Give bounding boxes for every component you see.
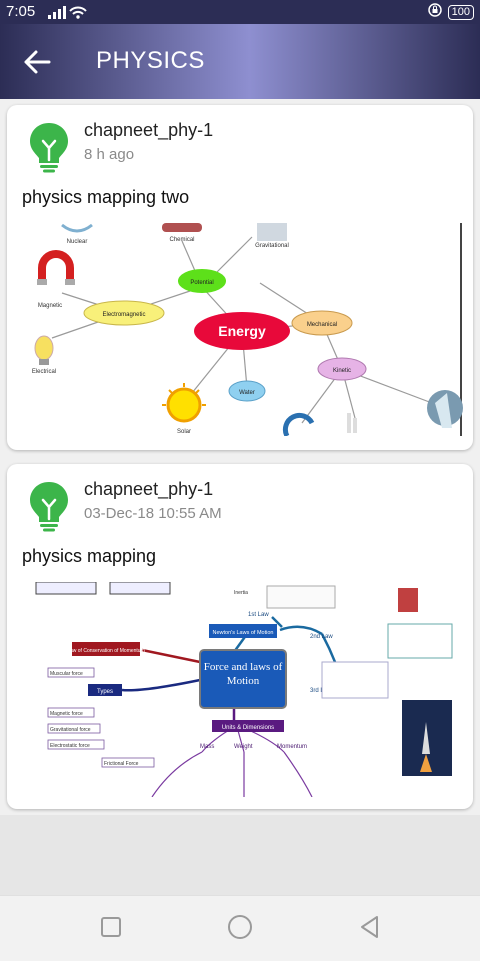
mindmap-node: Inertia <box>234 590 248 596</box>
mindmap-node: 2nd Law <box>310 634 333 640</box>
mindmap-node: Units & Dimensions <box>222 725 274 731</box>
home-circle-icon[interactable] <box>227 914 253 940</box>
post-author[interactable]: chapneet_phy-1 <box>84 120 214 140</box>
mindmap-node: Water <box>239 390 255 396</box>
app-bar: PHYSICS <box>0 24 480 99</box>
mindmap-node: Electrostatic force <box>50 743 90 749</box>
mindmap-node: Potential <box>190 280 213 286</box>
mindmap-center-label: Force and laws of Motion <box>203 661 283 687</box>
energy-mindmap-image[interactable]: Energy Potential Electromagnetic Mechani… <box>22 223 463 438</box>
post-list[interactable]: chapneet_phy-1 8 h ago physics mapping t… <box>0 99 480 815</box>
mindmap-node: Frictional Force <box>104 761 139 767</box>
post-caption: physics mapping <box>22 546 157 566</box>
mindmap-center-label: Energy <box>218 323 266 339</box>
mindmap-node: Muscular force <box>50 671 83 677</box>
mindmap-node: Chemical <box>169 237 194 243</box>
status-time: 7:05 <box>6 3 36 20</box>
mindmap-node: Gravitational force <box>50 727 91 733</box>
recents-square-icon[interactable] <box>98 914 124 940</box>
battery-icon: 100 <box>447 4 474 20</box>
mindmap-node: Mass <box>200 744 214 750</box>
status-bar: 7:05 100 <box>0 0 480 24</box>
system-nav-bar <box>0 895 480 961</box>
mindmap-node: Newton's Laws of Motion <box>213 630 274 636</box>
post-card[interactable]: chapneet_phy-1 03-Dec-18 10:55 AM physic… <box>7 464 473 809</box>
mindmap-node: Momentum <box>277 744 307 750</box>
mindmap-node: Kinetic <box>333 368 351 374</box>
post-caption: physics mapping two <box>22 187 190 207</box>
lock-icon <box>427 3 442 21</box>
page-title: PHYSICS <box>96 47 205 74</box>
post-timestamp: 03-Dec-18 10:55 AM <box>84 505 222 522</box>
mindmap-node: Mechanical <box>307 322 337 328</box>
force-mindmap-image[interactable]: Force and laws of Motion Newton's Laws o… <box>22 581 463 798</box>
mindmap-node: 1st Law <box>248 612 269 618</box>
post-author[interactable]: chapneet_phy-1 <box>84 479 214 499</box>
mindmap-node: Solar <box>177 429 191 435</box>
mindmap-node: Electrical <box>32 369 56 375</box>
back-arrow-icon[interactable] <box>22 49 52 75</box>
mindmap-node: 3rd Law <box>310 688 332 694</box>
post-card[interactable]: chapneet_phy-1 8 h ago physics mapping t… <box>7 105 473 450</box>
signal-wifi-icons <box>48 5 90 23</box>
mindmap-node: Types <box>97 689 113 695</box>
mindmap-node: Magnetic force <box>50 711 83 717</box>
mindmap-node: Weight <box>234 744 253 750</box>
mindmap-node: Electromagnetic <box>102 312 145 318</box>
lightbulb-icon <box>27 480 71 532</box>
mindmap-node: Gravitational <box>255 243 289 249</box>
mindmap-node: Law of Conservation of Momentum <box>67 648 145 654</box>
post-timestamp: 8 h ago <box>84 146 135 163</box>
mindmap-node: Magnetic <box>38 303 62 309</box>
mindmap-node: Nuclear <box>67 239 88 245</box>
lightbulb-icon <box>27 121 71 173</box>
back-triangle-icon[interactable] <box>357 914 383 940</box>
